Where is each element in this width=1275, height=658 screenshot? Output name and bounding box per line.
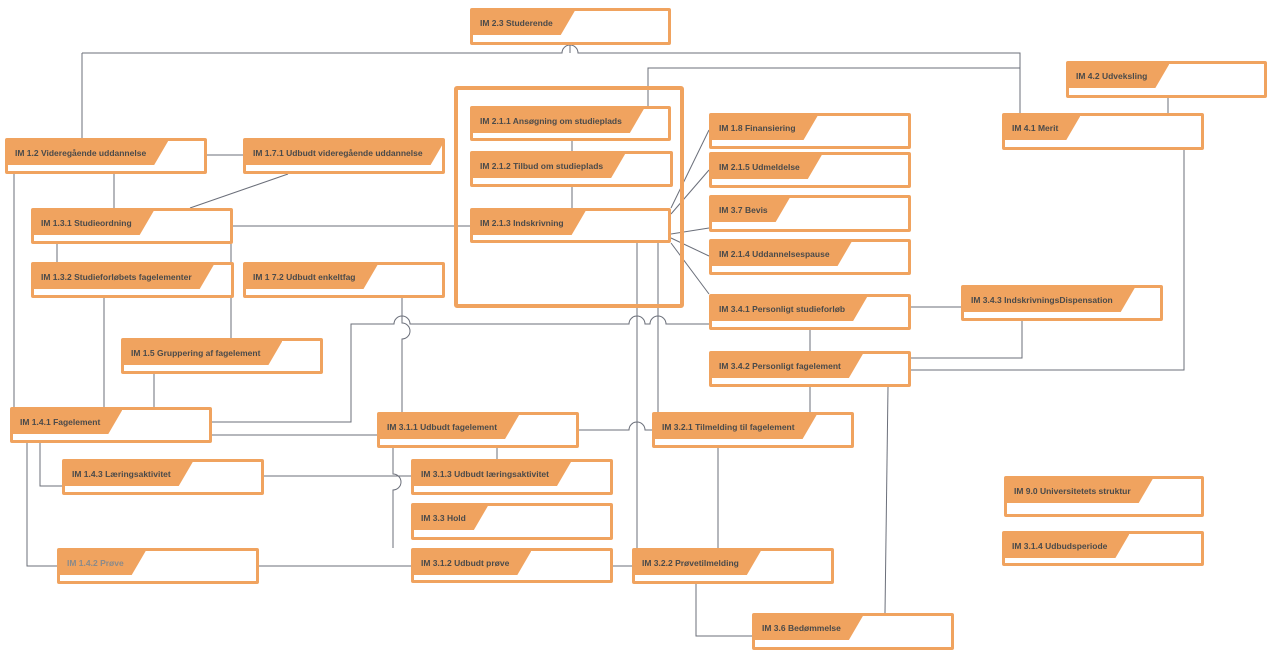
- entity-label: IM 9.0 Universitetets struktur: [1007, 479, 1153, 503]
- entity-im-1-3-2-studieforloebets-fagelementer[interactable]: IM 1.3.2 Studieforløbets fagelementer: [31, 262, 234, 298]
- relationship-line: [695, 584, 752, 637]
- entity-im-3-7-bevis[interactable]: IM 3.7 Bevis: [709, 195, 911, 232]
- entity-label: IM 3.4.1 Personligt studieforløb: [712, 297, 867, 321]
- entity-label: IM 1.4.2 Prøve: [60, 551, 146, 575]
- entity-im-3-1-4-udbudsperiode[interactable]: IM 3.1.4 Udbudsperiode: [1002, 531, 1204, 566]
- entity-im-2-3-studerende[interactable]: IM 2.3 Studerende: [470, 8, 671, 45]
- relationship-line: [82, 44, 1021, 113]
- entity-label: IM 3.4.3 IndskrivningsDispensation: [964, 288, 1135, 312]
- relationship-line: [884, 386, 889, 614]
- entity-label: IM 2.1.4 Uddannelsespause: [712, 242, 852, 266]
- entity-label: IM 2.1.2 Tilbud om studieplads: [473, 154, 625, 178]
- entity-im-3-1-3-udbudt-laeringsaktivitet[interactable]: IM 3.1.3 Udbudt læringsaktivitet: [411, 459, 613, 495]
- entity-im-3-2-2-proevetilmelding[interactable]: IM 3.2.2 Prøvetilmelding: [632, 548, 834, 584]
- entity-label: IM 4.1 Merit: [1005, 116, 1080, 140]
- entity-label: IM 2.1.5 Udmeldelse: [712, 155, 822, 179]
- relationship-line: [579, 421, 652, 431]
- entity-im-3-1-1-udbudt-fagelement[interactable]: IM 3.1.1 Udbudt fagelement: [377, 412, 579, 448]
- entity-label: IM 2.1.3 Indskrivning: [473, 211, 586, 235]
- relationship-line: [392, 448, 402, 548]
- entity-im-9-0-universitetets-struktur[interactable]: IM 9.0 Universitetets struktur: [1004, 476, 1204, 517]
- entity-im-1-4-1-fagelement[interactable]: IM 1.4.1 Fagelement: [10, 407, 212, 443]
- relationship-line: [189, 173, 289, 209]
- entity-im-3-4-3-indskrivningsdispensation[interactable]: IM 3.4.3 IndskrivningsDispensation: [961, 285, 1163, 321]
- entity-im-1-4-3-laeringsaktivitet[interactable]: IM 1.4.3 Læringsaktivitet: [62, 459, 264, 495]
- relationship-line: [39, 443, 62, 487]
- entity-label: IM 1.3.1 Studieordning: [34, 211, 154, 235]
- entity-label: IM 3.1.3 Udbudt læringsaktivitet: [414, 462, 571, 486]
- relationship-line: [647, 67, 1020, 106]
- relationship-line: [26, 443, 57, 567]
- entity-label: IM 1.3.2 Studieforløbets fagelementer: [34, 265, 214, 289]
- relationship-line: [670, 169, 710, 215]
- entity-im-1-8-finansiering[interactable]: IM 1.8 Finansiering: [709, 113, 911, 149]
- entity-im-1-5-gruppering-af-fagelement[interactable]: IM 1.5 Gruppering af fagelement: [121, 338, 323, 374]
- entity-im-3-3-hold[interactable]: IM 3.3 Hold: [411, 503, 613, 540]
- entity-im-4-2-udveksling[interactable]: IM 4.2 Udveksling: [1066, 61, 1267, 98]
- relationship-line: [670, 129, 710, 209]
- entity-label: IM 2.3 Studerende: [473, 11, 575, 35]
- entity-label: IM 3.1.4 Udbudsperiode: [1005, 534, 1129, 558]
- entity-im-3-4-2-personligt-fagelement[interactable]: IM 3.4.2 Personligt fagelement: [709, 351, 911, 387]
- entity-label: IM 4.2 Udveksling: [1069, 64, 1169, 88]
- entity-label: IM 1.8 Finansiering: [712, 116, 818, 140]
- entity-im-3-6-bedoemmelse[interactable]: IM 3.6 Bedømmelse: [752, 613, 954, 650]
- relationship-line: [911, 321, 1023, 359]
- entity-label: IM 1.4.1 Fagelement: [13, 410, 122, 434]
- entity-im-3-2-1-tilmelding-til-fagelement[interactable]: IM 3.2.1 Tilmelding til fagelement: [652, 412, 854, 448]
- entity-label: IM 1.7.1 Udbudt videregående uddannelse: [246, 141, 445, 165]
- entity-label: IM 3.1.2 Udbudt prøve: [414, 551, 531, 575]
- entity-label: IM 3.7 Bevis: [712, 198, 790, 222]
- relationship-line: [670, 237, 710, 257]
- entity-label: IM 3.4.2 Personligt fagelement: [712, 354, 863, 378]
- entity-im-3-1-2-udbudt-proeve[interactable]: IM 3.1.2 Udbudt prøve: [411, 548, 613, 583]
- relationship-line: [670, 242, 710, 295]
- entity-label: IM 1 7.2 Udbudt enkeltfag: [246, 265, 378, 289]
- application-process-group: [454, 86, 684, 308]
- entity-label: IM 3.6 Bedømmelse: [755, 616, 863, 640]
- entity-im-2-1-1-ansoegning-om-studieplads[interactable]: IM 2.1.1 Ansøgning om studieplads: [470, 106, 671, 141]
- entity-label: IM 1.4.3 Læringsaktivitet: [65, 462, 193, 486]
- entity-label: IM 3.2.2 Prøvetilmelding: [635, 551, 761, 575]
- entity-label: IM 1.2 Videregående uddannelse: [8, 141, 168, 165]
- entity-label: IM 2.1.1 Ansøgning om studieplads: [473, 109, 644, 133]
- entity-label: IM 1.5 Gruppering af fagelement: [124, 341, 282, 365]
- relationship-line: [911, 150, 1185, 371]
- entity-im-2-1-4-uddannelsespause[interactable]: IM 2.1.4 Uddannelsespause: [709, 239, 911, 275]
- entity-im-2-1-5-udmeldelse[interactable]: IM 2.1.5 Udmeldelse: [709, 152, 911, 188]
- relationship-line: [670, 227, 710, 235]
- entity-im-1-2-videregaaende-uddannelse[interactable]: IM 1.2 Videregående uddannelse: [5, 138, 207, 174]
- entity-im-1-3-1-studieordning[interactable]: IM 1.3.1 Studieordning: [31, 208, 233, 244]
- entity-label: IM 3.2.1 Tilmelding til fagelement: [655, 415, 817, 439]
- entity-im-1-7-1-udbudt-videregaaende-uddannelse[interactable]: IM 1.7.1 Udbudt videregående uddannelse: [243, 138, 445, 174]
- entity-label: IM 3.3 Hold: [414, 506, 488, 530]
- entity-label: IM 3.1.1 Udbudt fagelement: [380, 415, 519, 439]
- entity-im-4-1-merit[interactable]: IM 4.1 Merit: [1002, 113, 1204, 150]
- entity-im-1-4-2-proeve[interactable]: IM 1.4.2 Prøve: [57, 548, 259, 584]
- relationship-line: [401, 298, 411, 412]
- entity-im-3-4-1-personligt-studieforloeb[interactable]: IM 3.4.1 Personligt studieforløb: [709, 294, 911, 330]
- entity-im-1-7-2-udbudt-enkeltfag[interactable]: IM 1 7.2 Udbudt enkeltfag: [243, 262, 445, 298]
- entity-im-2-1-2-tilbud-om-studieplads[interactable]: IM 2.1.2 Tilbud om studieplads: [470, 151, 673, 187]
- entity-im-2-1-3-indskrivning[interactable]: IM 2.1.3 Indskrivning: [470, 208, 671, 243]
